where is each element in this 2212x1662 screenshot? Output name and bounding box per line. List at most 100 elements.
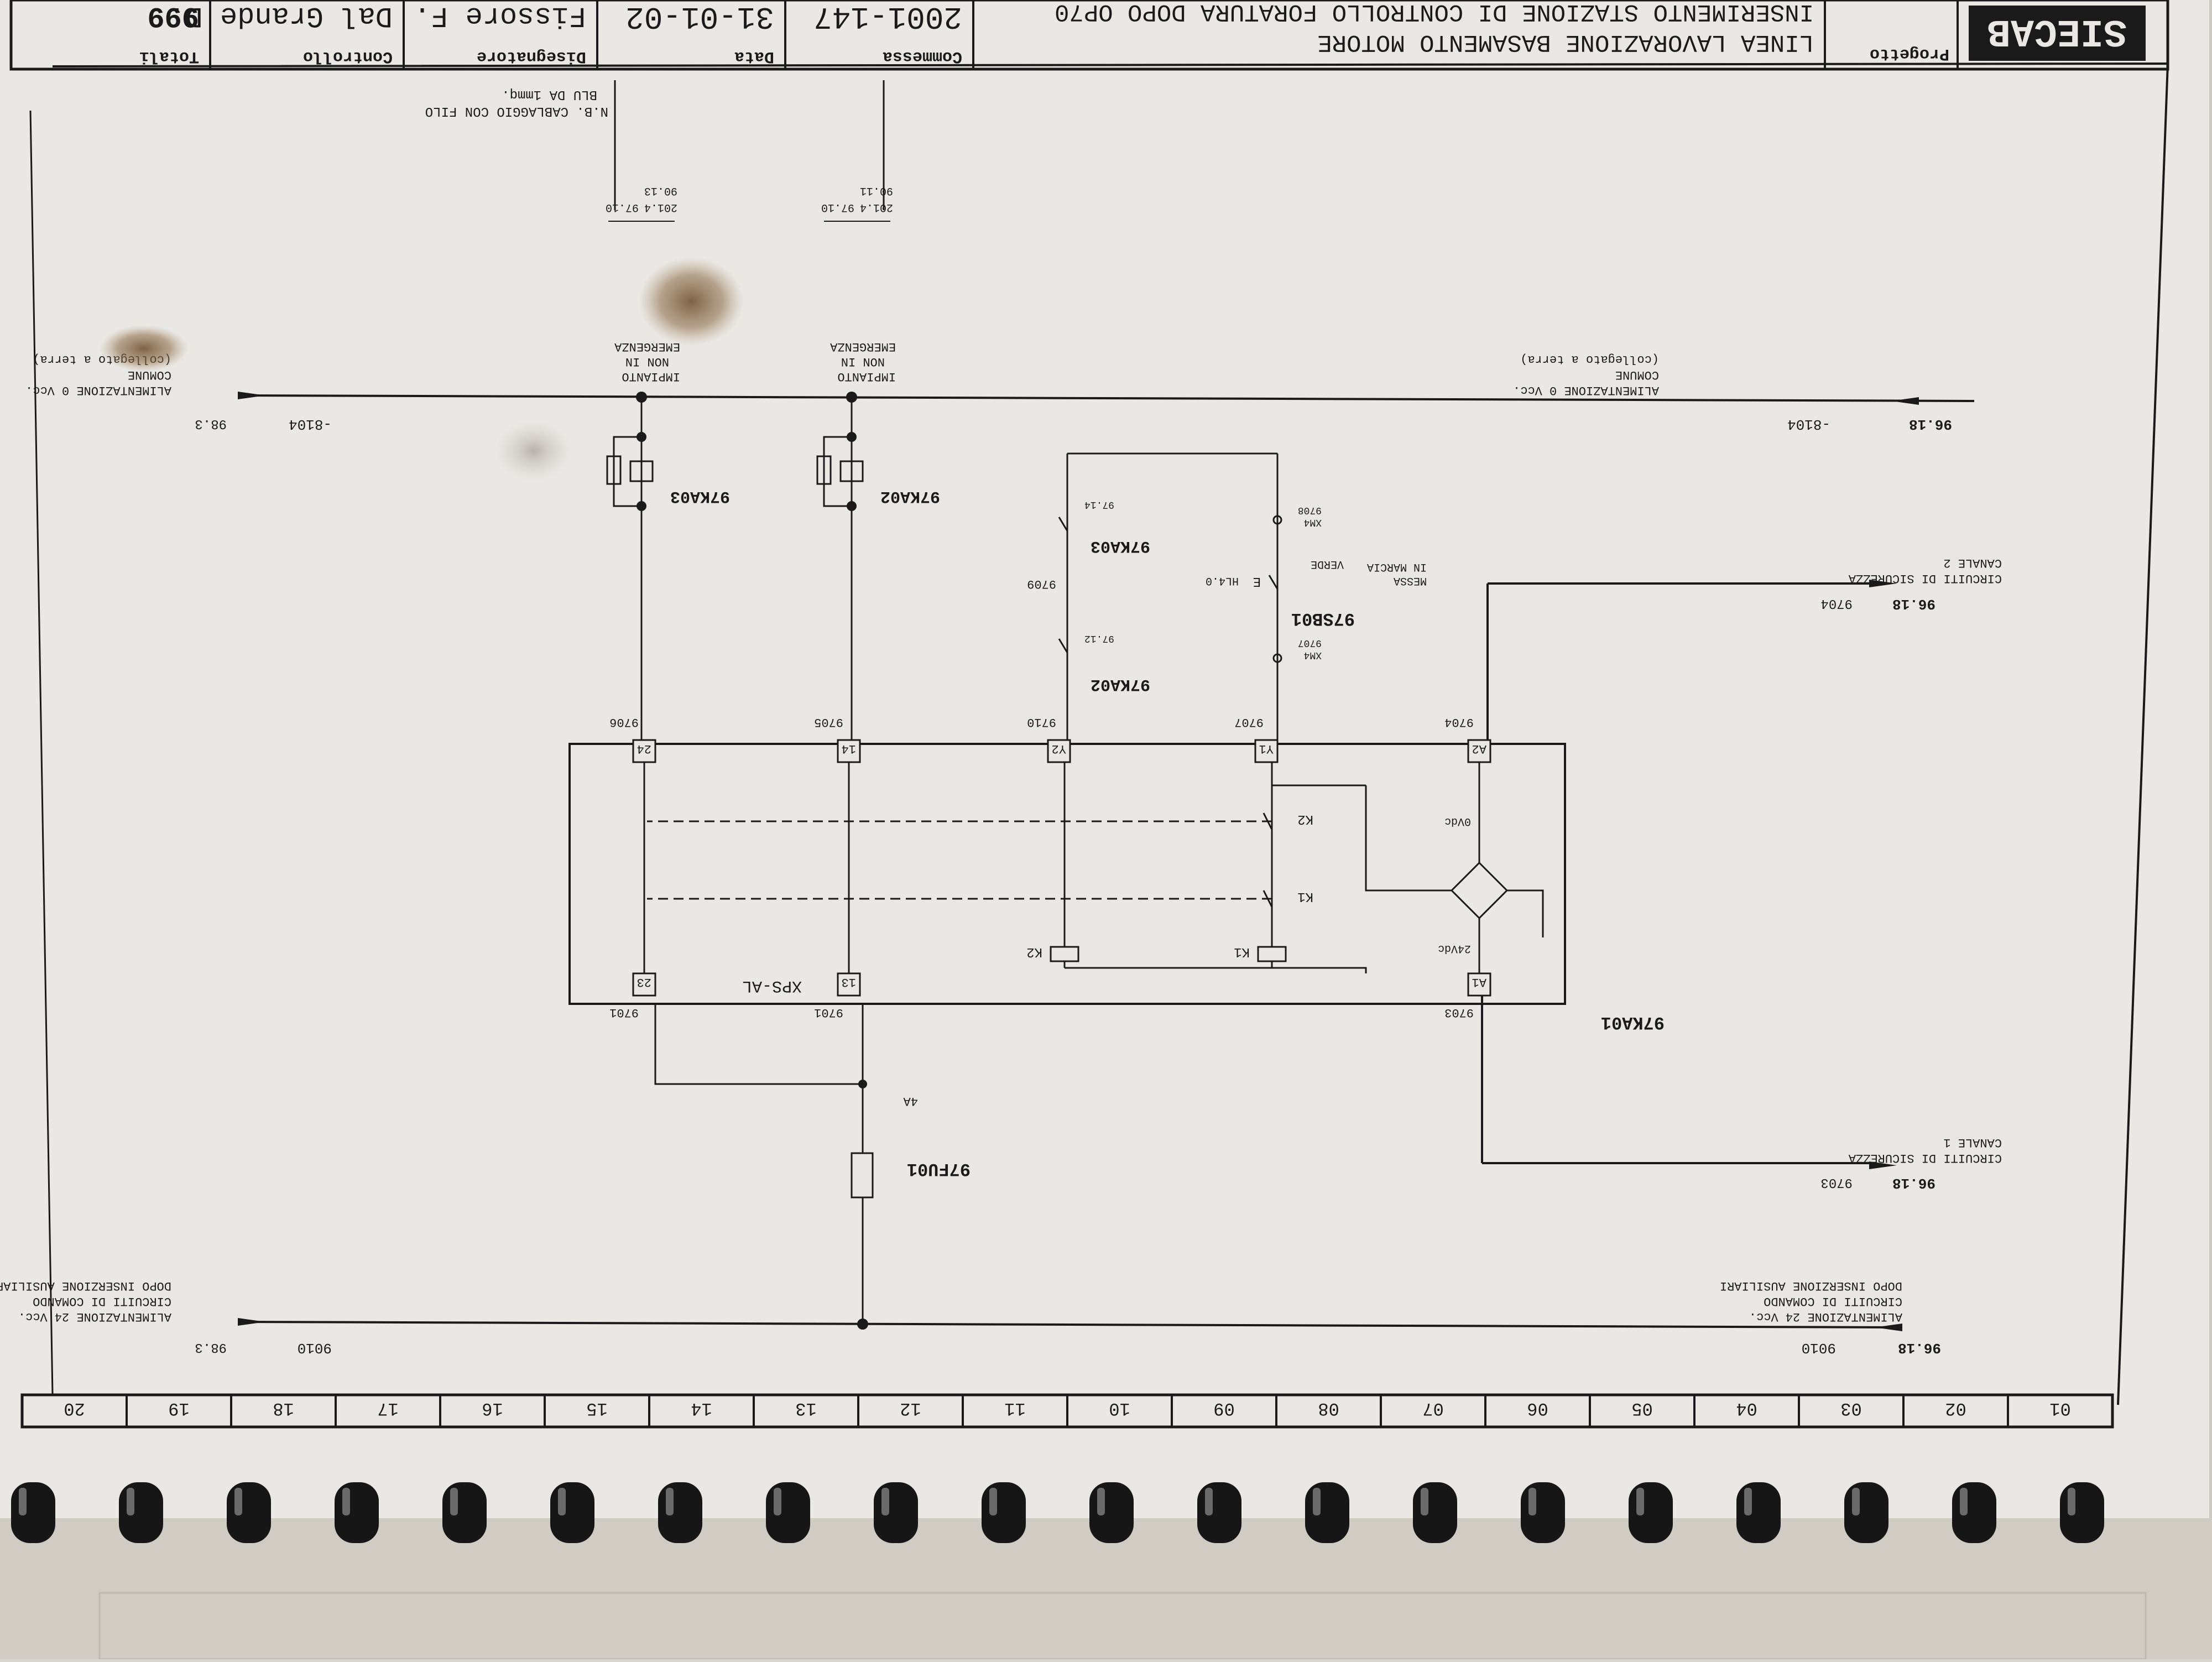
channel-1: 96.18 9703 CIRCUITI DI SICUREZZA CANALE … bbox=[1481, 982, 2002, 1191]
binding-ring-highlight bbox=[1636, 1488, 1644, 1515]
wire-0v-right: -8104 bbox=[289, 416, 332, 433]
relay-ka02-status-2: NON IN bbox=[841, 355, 885, 368]
desc-0v-left-3: (collegato a terra) bbox=[1520, 352, 1659, 366]
terminal-24: 24 bbox=[637, 742, 651, 756]
module-tag: 97KA01 bbox=[1601, 1012, 1665, 1033]
relay-ka02-tag: 97KA02 bbox=[880, 487, 940, 506]
column-number: 15 bbox=[586, 1398, 607, 1419]
binding-ring bbox=[227, 1482, 271, 1543]
binding-ring bbox=[658, 1482, 702, 1543]
binding-ring-highlight bbox=[1744, 1488, 1752, 1515]
terminal-14: 14 bbox=[842, 742, 856, 756]
totali-value: 999 bbox=[147, 0, 199, 32]
desc-24v-left-1: ALIMENTAZIONE 24 Vcc. bbox=[1749, 1310, 1902, 1324]
disegnatore-value: Fissore F. bbox=[414, 0, 586, 32]
binding-ring bbox=[874, 1482, 918, 1543]
desc-24v-left-2: CIRCUITI DI COMANDO bbox=[1764, 1294, 1902, 1308]
xm4-top-label: XM4 bbox=[1304, 517, 1322, 528]
wire-24v-right: 9010 bbox=[298, 1340, 332, 1356]
relay-97ka03: 97KA03 IMPIANTO NON IN EMERGENZA 201.4 9… bbox=[606, 80, 730, 740]
column-number: 09 bbox=[1213, 1398, 1234, 1419]
wire-9701-b: 9701 bbox=[609, 1005, 639, 1019]
feedback-loop: XM4 9707 XM4 9708 97SB01 E HL4.0 VERDE M… bbox=[1027, 452, 1427, 740]
desc-24v-right-2: CIRCUITI DI COMANDO bbox=[33, 1294, 171, 1308]
stain-small bbox=[100, 325, 188, 372]
commessa-value: 2001-147 bbox=[813, 0, 962, 34]
desc-ch1-1: CIRCUITI DI SICUREZZA bbox=[1848, 1151, 2002, 1165]
paper-sheet bbox=[0, 0, 2209, 1518]
button-tag: 97SB01 bbox=[1291, 608, 1355, 629]
stain-faint bbox=[495, 420, 572, 481]
binding-ring-highlight bbox=[666, 1488, 674, 1515]
binding-ring-highlight bbox=[2068, 1488, 2075, 1515]
column-number: 17 bbox=[377, 1398, 398, 1419]
fuse-rating: 4A bbox=[903, 1094, 918, 1108]
binding-ring-highlight bbox=[1528, 1488, 1536, 1515]
binding-ring bbox=[1952, 1482, 1996, 1543]
label-24vdc: 24Vdc bbox=[1438, 942, 1471, 955]
relay-ka02-ref2: 97.10 bbox=[821, 201, 854, 213]
safety-module-97ka01: 97KA01 XPS-AL A1 A2 Y1 Y2 13 14 23 24 24… bbox=[568, 739, 1665, 1033]
xm4-bottom-label: XM4 bbox=[1304, 649, 1322, 660]
column-number: 10 bbox=[1109, 1398, 1130, 1419]
button-color: VERDE bbox=[1311, 558, 1344, 570]
column-number: 14 bbox=[691, 1398, 712, 1419]
wire-ch1: 9703 bbox=[1820, 1175, 1853, 1190]
binding-ring bbox=[1629, 1482, 1673, 1543]
project-line2: INSERIMENTO STAZIONE DI CONTROLLO FORATU… bbox=[1055, 0, 1814, 25]
label-k1-contact: K1 bbox=[1297, 889, 1313, 904]
binding-ring bbox=[1844, 1482, 1888, 1543]
binding-ring bbox=[1197, 1482, 1241, 1543]
label-k1-coil: K1 bbox=[1234, 944, 1250, 959]
arrow-0v-left bbox=[1891, 397, 1919, 405]
relay-ka03-ref1: 201.4 bbox=[644, 201, 677, 213]
ref-0v-left: 96.18 bbox=[1909, 416, 1952, 433]
arrow-24v-left bbox=[1875, 1324, 1902, 1331]
wire-9704: 9704 bbox=[1444, 715, 1474, 729]
controllo-label: Controllo bbox=[303, 47, 393, 66]
rotated-drawing: SIECAB Progetto LINEA LAVORAZIONE BASAME… bbox=[0, 0, 2169, 1429]
binding-ring-highlight bbox=[19, 1488, 27, 1515]
contact-ka02-ref: 97.12 bbox=[1084, 633, 1114, 644]
binding-ring bbox=[982, 1482, 1026, 1543]
desc-24v-right-3: DOPO INSERZIONE AUSILIARI bbox=[0, 1279, 171, 1293]
binding-ring bbox=[1736, 1482, 1781, 1543]
project-line1: LINEA LAVORAZIONE BASAMENTO MOTORE bbox=[1317, 28, 1814, 56]
wire-ch2: 9704 bbox=[1820, 596, 1853, 611]
column-number: 18 bbox=[273, 1398, 294, 1419]
bus-24v: 96.18 9010 98.3 9010 ALIMENTAZIONE 24 Vc… bbox=[0, 1279, 1941, 1356]
wire-9707: 9707 bbox=[1234, 715, 1264, 729]
binding-ring bbox=[442, 1482, 487, 1543]
wire-24v-left: 9010 bbox=[1802, 1340, 1836, 1356]
ref-24v-right: 98.3 bbox=[195, 1340, 227, 1354]
ref-ch1: 96.18 bbox=[1892, 1175, 1936, 1191]
ref-ch2: 96.18 bbox=[1892, 596, 1936, 612]
binding-ring-highlight bbox=[234, 1488, 242, 1515]
binding-ring bbox=[119, 1482, 163, 1543]
column-number: 16 bbox=[482, 1398, 503, 1419]
desc-0v-left-2: COMUNE bbox=[1615, 368, 1659, 382]
label-k2-coil: K2 bbox=[1026, 944, 1042, 959]
binding-ring bbox=[1521, 1482, 1565, 1543]
lamp-ref: HL4.0 bbox=[1206, 574, 1239, 587]
xm4-terminal-bottom bbox=[1272, 653, 1282, 663]
commessa-label: Commessa bbox=[883, 47, 962, 66]
binding-ring bbox=[766, 1482, 810, 1543]
desc-0v-right-1: ALIMENTAZIONE 0 Vcc. bbox=[25, 383, 171, 397]
data-label: Data bbox=[734, 47, 774, 66]
relay-ka03-ref3: 90.13 bbox=[644, 184, 677, 197]
wire-9706: 9706 bbox=[609, 715, 639, 729]
binding-ring bbox=[335, 1482, 379, 1543]
relay-ka03-status-1: IMPIANTO bbox=[622, 369, 680, 383]
binding-ring bbox=[1413, 1482, 1457, 1543]
wire-0v-left: -8104 bbox=[1787, 416, 1830, 433]
wire-9703: 9703 bbox=[1444, 1005, 1474, 1019]
relay-ka02-ref1: 201.4 bbox=[860, 201, 893, 213]
binding-ring-highlight bbox=[342, 1488, 350, 1515]
siecab-logo bbox=[1969, 6, 2146, 61]
note-line1: N.B. CABLAGGIO CON FILO bbox=[425, 103, 608, 118]
column-number: 02 bbox=[1945, 1398, 1966, 1419]
terminal-y2: Y2 bbox=[1052, 742, 1066, 756]
column-number: 01 bbox=[2049, 1398, 2070, 1419]
relay-ka03-status-2: NON IN bbox=[625, 355, 669, 368]
